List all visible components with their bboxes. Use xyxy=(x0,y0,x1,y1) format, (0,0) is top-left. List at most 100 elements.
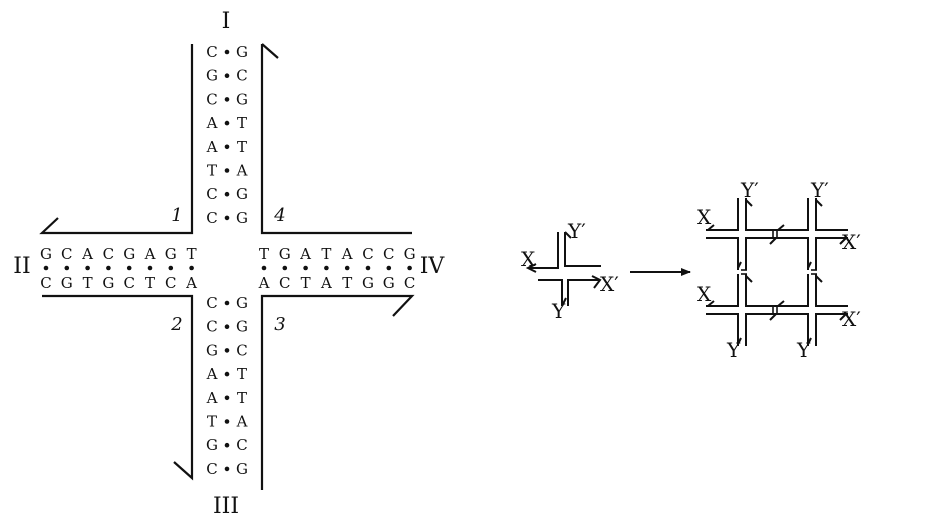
lattice-label-x-top: X xyxy=(697,205,712,229)
lattice-label-y-bottom-right: Y xyxy=(796,338,811,362)
lattice-strand xyxy=(776,198,808,230)
base-left: C xyxy=(206,43,217,61)
small-label-x-prime: X′ xyxy=(600,272,619,296)
base-pair-dot xyxy=(324,266,329,271)
base-top: G xyxy=(40,245,52,263)
base-right: G xyxy=(236,90,248,108)
base-pair-dot xyxy=(169,266,174,271)
base-pair-dot xyxy=(225,348,230,353)
base-right: C xyxy=(236,436,247,454)
lattice-strand xyxy=(746,314,778,346)
base-pair-dot xyxy=(366,266,371,271)
base-pair-dot xyxy=(225,396,230,401)
lattice-strand xyxy=(746,198,778,230)
lattice-strand xyxy=(816,198,848,230)
base-bottom: T xyxy=(301,274,311,292)
base-top: G xyxy=(165,245,177,263)
base-bottom: G xyxy=(362,274,374,292)
lattice-label-x-prime-top: X′ xyxy=(842,230,861,254)
arm-label-IV: IV xyxy=(420,254,446,279)
base-right: G xyxy=(236,185,248,203)
base-bottom: G xyxy=(383,274,395,292)
arm-label-I: I xyxy=(222,9,231,34)
small-label-y-prime: Y′ xyxy=(567,219,586,243)
base-bottom: G xyxy=(102,274,114,292)
base-pair-dot xyxy=(225,121,230,126)
arm-label-III: III xyxy=(213,494,239,519)
base-pair-dot xyxy=(189,266,194,271)
base-pair-dot xyxy=(44,266,49,271)
base-top: A xyxy=(341,245,353,263)
base-pair-dot xyxy=(225,97,230,102)
lattice-strand xyxy=(746,238,778,270)
lattice-strand xyxy=(776,274,808,306)
base-top: T xyxy=(259,245,269,263)
base-top: C xyxy=(103,245,114,263)
base-pair-dot xyxy=(283,266,288,271)
strand-number-1: 1 xyxy=(171,205,182,226)
base-left: A xyxy=(206,389,218,407)
base-top: C xyxy=(362,245,373,263)
base-bottom: T xyxy=(342,274,352,292)
base-pair-dot xyxy=(225,50,230,55)
base-pair-dot xyxy=(262,266,267,271)
base-left: C xyxy=(206,90,217,108)
base-left: A xyxy=(206,138,218,156)
base-pair-dot xyxy=(345,266,350,271)
base-right: T xyxy=(237,389,247,407)
base-left: C xyxy=(206,318,217,336)
base-top: G xyxy=(123,245,135,263)
lattice-strand xyxy=(706,238,738,270)
base-right: G xyxy=(236,209,248,227)
base-top: T xyxy=(321,245,331,263)
base-pair-dot xyxy=(127,266,132,271)
lattice-strand xyxy=(776,238,808,270)
base-bottom: T xyxy=(145,274,155,292)
base-right: G xyxy=(236,318,248,336)
base-top: T xyxy=(187,245,197,263)
base-bottom: G xyxy=(61,274,73,292)
base-left: G xyxy=(206,436,218,454)
base-pair-dot xyxy=(225,419,230,424)
base-right: T xyxy=(237,138,247,156)
base-pair-dot xyxy=(225,324,230,329)
base-pair-dot xyxy=(225,301,230,306)
base-pair-dot xyxy=(106,266,111,271)
base-left: G xyxy=(206,341,218,359)
base-pair-dot xyxy=(225,372,230,377)
base-bottom: C xyxy=(279,274,290,292)
strand-number-3: 3 xyxy=(274,314,285,335)
base-bottom: A xyxy=(185,274,197,292)
base-left: C xyxy=(206,185,217,203)
lattice-strand xyxy=(746,274,778,306)
base-pair-dot xyxy=(225,216,230,221)
base-right: A xyxy=(236,413,248,431)
base-bottom: A xyxy=(320,274,332,292)
base-bottom: C xyxy=(165,274,176,292)
base-pair-dot xyxy=(225,443,230,448)
base-left: T xyxy=(207,413,217,431)
single-junction-symbol xyxy=(528,232,601,306)
base-right: T xyxy=(237,365,247,383)
strand-1 xyxy=(42,44,192,233)
base-pair-dot xyxy=(65,266,70,271)
base-bottom: C xyxy=(40,274,51,292)
junction-lattice xyxy=(706,198,848,346)
small-label-x: X xyxy=(521,247,536,271)
lattice-sticky-ends xyxy=(741,231,817,313)
base-pair-dot xyxy=(407,266,412,271)
base-right: G xyxy=(236,294,248,312)
base-top: A xyxy=(299,245,311,263)
base-top: C xyxy=(383,245,394,263)
base-pair-dot xyxy=(387,266,392,271)
base-pair-dot xyxy=(225,168,230,173)
lattice-strand xyxy=(816,274,848,306)
lattice-label-y-prime-right: Y′ xyxy=(810,178,829,202)
base-top: G xyxy=(279,245,291,263)
lattice-label-x-prime-bottom: X′ xyxy=(842,307,861,331)
base-top: G xyxy=(404,245,416,263)
base-pair-dot xyxy=(225,467,230,472)
